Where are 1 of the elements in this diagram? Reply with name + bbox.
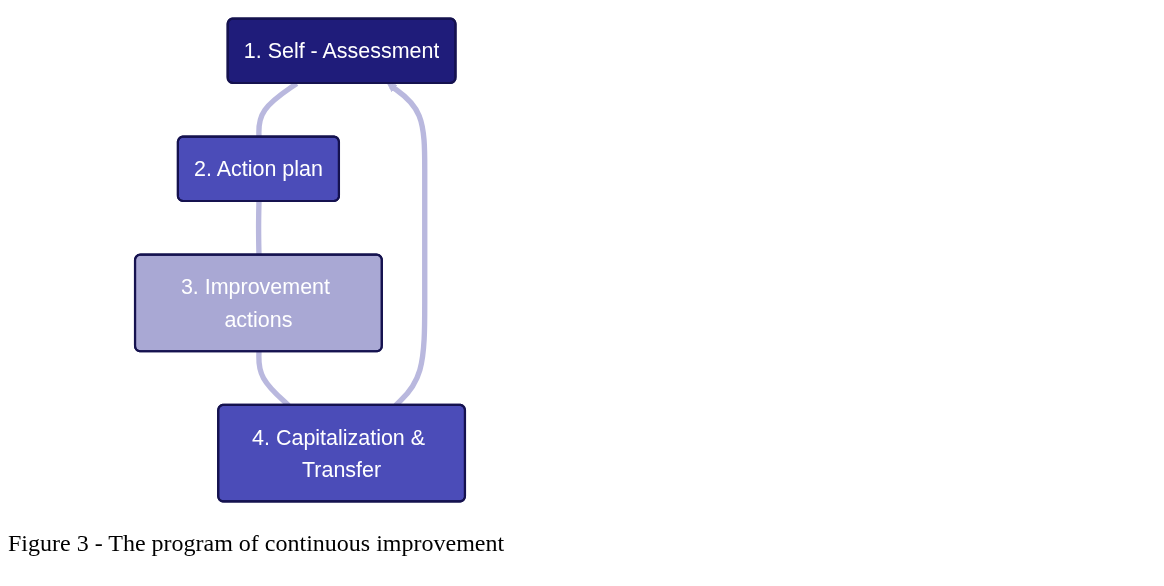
figure-caption: Figure 3 - The program of continuous improvement bbox=[8, 530, 505, 557]
